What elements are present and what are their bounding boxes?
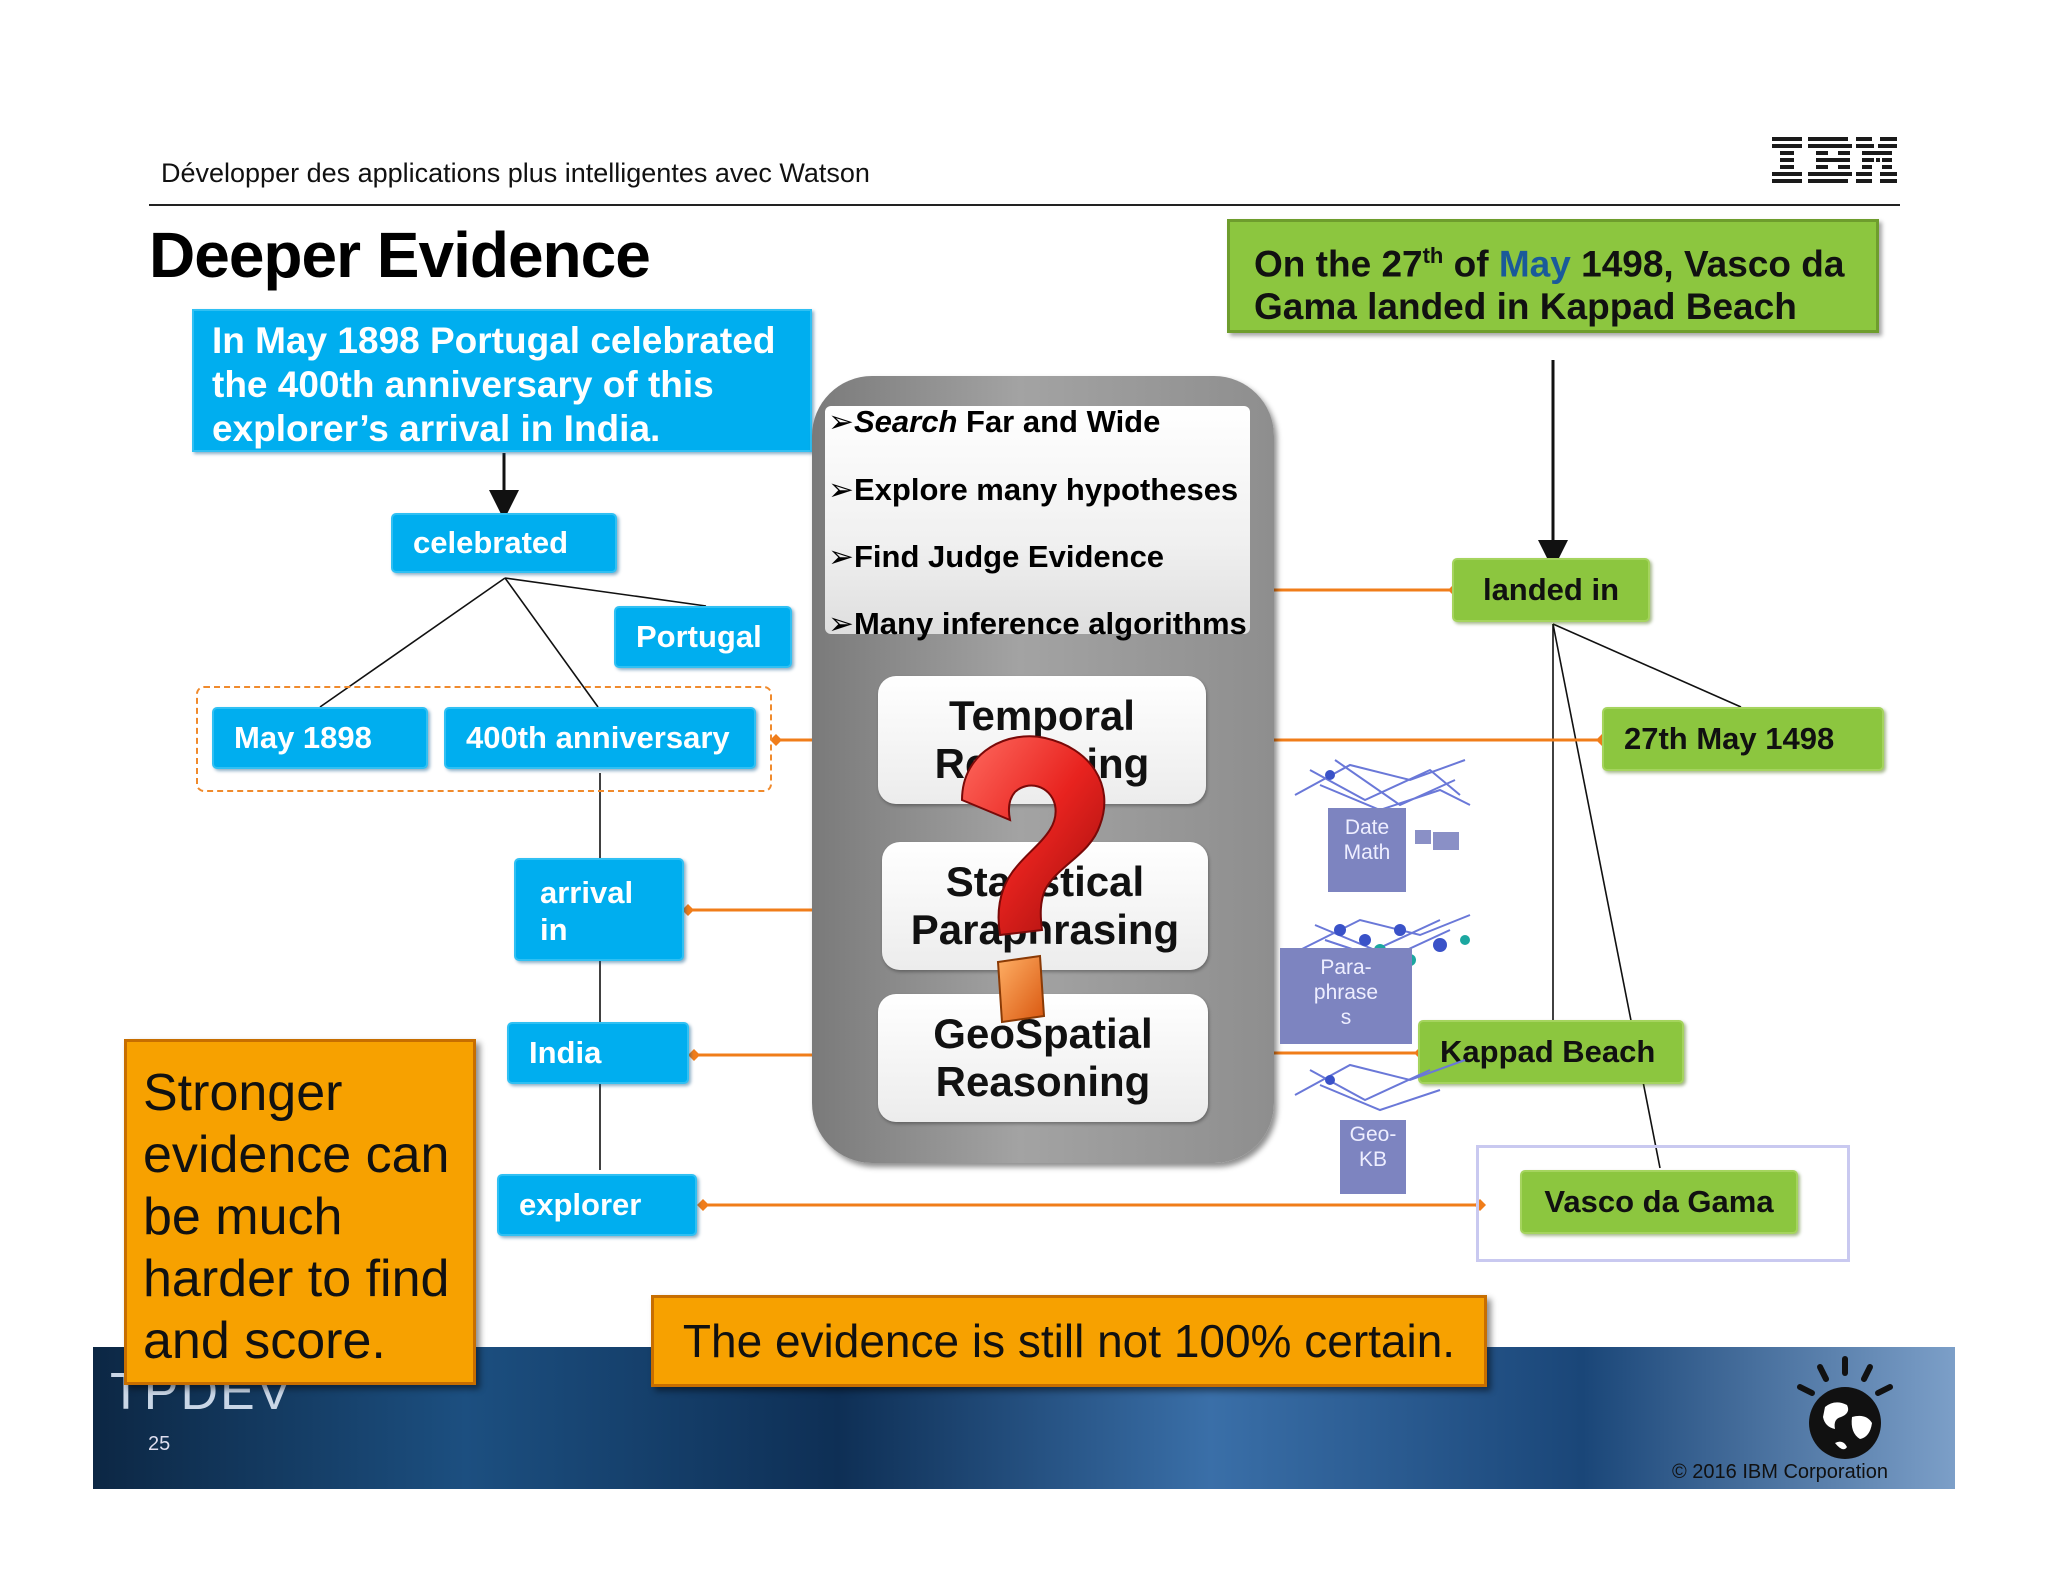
question-line-1: In May 1898 Portugal celebrated [212,320,776,361]
node-vasco-da-gama: Vasco da Gama [1520,1170,1798,1234]
temporal-line-1: Temporal [949,692,1135,739]
answer-month: May [1498,243,1571,285]
bullet-algorithms: ➢Many inference algorithms [828,606,1247,642]
answer-day: On the 27 [1254,243,1423,285]
node-arrival-line-1: arrival [540,875,634,910]
date-math-line-1: Date [1344,816,1390,839]
smarter-planet-globe-icon [1797,1356,1893,1459]
bullet-arrow-icon: ➢ [828,404,854,439]
answer-line-1: On the 27th of May 1498, Vasco da [1254,234,1852,285]
answer-evidence-box: On the 27th of May 1498, Vasco da Gama l… [1227,219,1879,333]
bullet-hypotheses: ➢Explore many hypotheses [828,472,1238,508]
answer-of: of [1443,243,1499,285]
node-portugal: Portugal [614,606,792,668]
statistical-line-2: Paraphrasing [910,906,1180,953]
paraphrases-box: Para- phrase s [1280,948,1412,1044]
answer-line-2: Gama landed in Kappad Beach [1254,286,1797,328]
paraphrase-line-1: Para- [1320,956,1372,979]
date-math-line-2: Math [1343,841,1391,864]
date-math-box: Date Math [1328,808,1406,892]
geospatial-line-1: GeoSpatial [933,1010,1153,1057]
geo-kb-box: Geo- KB [1340,1120,1406,1194]
node-arrival-in: arrival in [514,858,684,961]
bullet-search-rest: Far and Wide [957,404,1161,439]
node-explorer: explorer [497,1174,697,1236]
node-may-1898: May 1898 [212,707,428,769]
question-mark-icon [960,735,1106,1024]
question-line-3: explorer’s arrival in India. [212,408,661,449]
bullet-search: ➢Search Far and Wide [828,404,1160,440]
bullet-arrow-icon: ➢ [828,606,854,641]
bullet-evidence-text: Find Judge Evidence [853,539,1165,574]
header-subtitle: Développer des applications plus intelli… [161,158,870,188]
node-400th-anniversary: 400th anniversary [444,707,756,769]
node-kappad-beach: Kappad Beach [1418,1020,1684,1084]
stronger-evidence-note: Stronger evidence can be much harder to … [124,1039,476,1385]
statistical-paraphrasing-box: StatisticalParaphrasing [882,842,1208,970]
bullet-algorithms-text: Many inference algorithms [853,606,1247,641]
geo-kb-line-1: Geo- [1349,1123,1397,1146]
slide-title: Deeper Evidence [149,219,651,291]
node-arrival-line-2: in [540,912,568,947]
node-landed-in: landed in [1452,558,1650,622]
bullet-hypotheses-text: Explore many hypotheses [853,472,1239,507]
bullet-arrow-icon: ➢ [828,472,854,507]
vasco-answer-outline [1476,1145,1850,1262]
bullet-evidence: ➢Find Judge Evidence [828,539,1164,575]
node-27th-may-1498: 27th May 1498 [1602,707,1884,771]
node-india: India [507,1022,689,1084]
answer-year-name: 1498, Vasco da [1570,243,1845,285]
bullet-arrow-icon: ➢ [828,539,854,574]
question-line-2: the 400th anniversary of this [212,364,714,405]
header-divider [149,204,1900,206]
date-anniversary-group [196,686,772,792]
uncertainty-note: The evidence is still not 100% certain. [651,1295,1487,1387]
bullet-search-em: Search [853,404,958,439]
paraphrase-line-3: s [1340,1006,1352,1029]
page-number: 25 [148,1433,171,1455]
approach-bullets-area [825,406,1250,634]
node-celebrated: celebrated [391,513,617,573]
geospatial-line-2: Reasoning [935,1058,1151,1105]
network-graph-icon [1294,759,1471,1112]
question-clue-box: In May 1898 Portugal celebrated the 400t… [192,309,812,452]
paraphrase-line-2: phrase [1313,981,1379,1004]
geo-kb-line-2: KB [1358,1148,1387,1171]
answer-ordinal: th [1422,243,1444,268]
copyright: © 2016 IBM Corporation [1672,1461,1888,1483]
ibm-logo-icon [1772,137,1897,183]
